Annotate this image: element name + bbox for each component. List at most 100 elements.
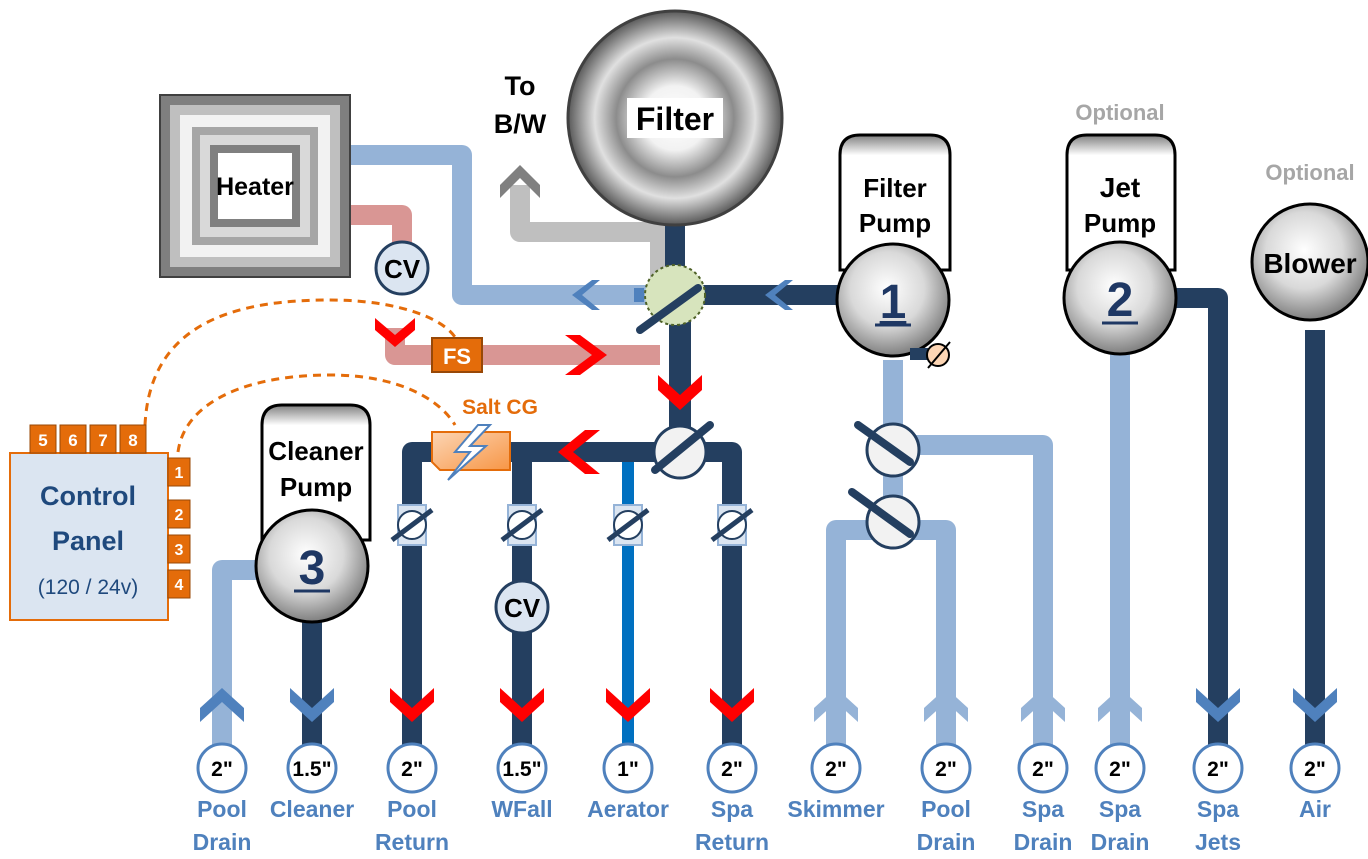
terminal-1: 1 xyxy=(167,457,191,487)
terminal-3: 3 xyxy=(167,534,191,564)
blower: Blower xyxy=(1250,202,1368,322)
heater: Heater xyxy=(159,94,351,278)
port-label-line1: Spa xyxy=(1197,796,1239,822)
flow-switch-label: FS xyxy=(443,344,471,369)
port-size: 2" xyxy=(401,758,423,781)
cleaner-suction-pipe xyxy=(212,560,270,760)
port: 2" Air xyxy=(1289,742,1341,822)
salt-chlorine-generator: Salt CG xyxy=(431,396,538,481)
jet-pump: Jet Pump 2 xyxy=(1062,133,1178,356)
terminal-label: 4 xyxy=(175,577,184,594)
port: 1" Aerator xyxy=(587,742,669,822)
cleaner-pump-number: 3 xyxy=(299,542,326,595)
port-label-line1: Aerator xyxy=(587,796,669,822)
control-panel-voltage: (120 / 24v) xyxy=(38,576,138,599)
port-label-line1: Skimmer xyxy=(787,796,884,822)
cleaner-pump-label-line1: Cleaner xyxy=(268,436,363,466)
pool-drain-suction-pipe xyxy=(893,520,956,760)
port-label-line1: Spa xyxy=(1022,796,1064,822)
to-bw-label-line1: To xyxy=(505,71,536,101)
port: 2" Skimmer xyxy=(787,742,885,822)
jet-pump-number: 2 xyxy=(1107,274,1134,327)
terminal-8: 8 xyxy=(119,424,147,454)
terminal-4: 4 xyxy=(167,569,191,599)
cleaner-pump-label-line2: Pump xyxy=(280,472,352,502)
port-label-line1: Air xyxy=(1299,796,1331,822)
arrow-up-skimmer xyxy=(814,688,858,722)
valve-pool-return xyxy=(390,504,434,546)
arrow-left-header xyxy=(558,430,600,474)
flow-arrows xyxy=(200,165,1337,722)
port-label-line1: Pool xyxy=(921,796,971,822)
arrow-left-filter-pump xyxy=(765,280,793,310)
arrow-up-backwash xyxy=(500,165,540,198)
port-size: 2" xyxy=(1304,758,1326,781)
filter-pump: Filter Pump 1 xyxy=(835,133,952,358)
port-label-line1: Pool xyxy=(387,796,437,822)
port-label-line2: Return xyxy=(695,829,769,855)
to-bw-label-line2: B/W xyxy=(494,109,547,139)
suction-valves[interactable] xyxy=(848,421,921,550)
arrow-down-air xyxy=(1293,688,1337,722)
port-label-line2: Return xyxy=(375,829,449,855)
suction-valve-upper xyxy=(854,421,921,478)
port-size: 1" xyxy=(617,758,639,781)
port: 1.5"Cleaner xyxy=(270,742,354,822)
arrow-up-pool-drain xyxy=(200,688,244,722)
valve-spa-return xyxy=(710,504,754,546)
filter-pump-label-line2: Pump xyxy=(859,208,931,238)
arrow-down-cv xyxy=(375,318,415,347)
port-label-line2: Jets xyxy=(1195,829,1241,855)
port-label-line2: Drain xyxy=(193,829,252,855)
port-size: 2" xyxy=(1207,758,1229,781)
filter-pump-label-line1: Filter xyxy=(863,173,927,203)
main-valve[interactable] xyxy=(634,264,706,334)
port-size: 2" xyxy=(825,758,847,781)
port-label-line1: Spa xyxy=(711,796,753,822)
valve-wfall xyxy=(500,504,544,546)
filter-label: Filter xyxy=(636,101,714,137)
cleaner-pump: Cleaner Pump 3 xyxy=(254,403,372,624)
jet-pump-label-line2: Pump xyxy=(1084,208,1156,238)
terminal-5: 5 xyxy=(29,424,57,454)
arrow-down-aerator xyxy=(606,688,650,722)
jet-pump-optional-label: Optional xyxy=(1075,100,1164,125)
arrow-down-spa-jets xyxy=(1196,688,1240,722)
arrow-up-spa-drain xyxy=(1021,688,1065,722)
port-size: 2" xyxy=(935,758,957,781)
pressure-gauge xyxy=(910,341,951,369)
terminal-label: 6 xyxy=(68,431,77,450)
terminal-label: 3 xyxy=(175,542,184,559)
port-size: 2" xyxy=(1032,758,1054,781)
arrow-left-heater-inlet xyxy=(572,280,600,310)
port-label-line1: Cleaner xyxy=(270,796,354,822)
blower-label: Blower xyxy=(1263,248,1356,279)
cv-wfall-label: CV xyxy=(504,593,541,623)
ball-valves[interactable] xyxy=(390,504,754,546)
jet-discharge-pipe xyxy=(1160,288,1228,760)
arrow-down-spa-return xyxy=(710,688,754,722)
port: 1.5"WFall xyxy=(491,742,553,822)
heater-inlet-pipe xyxy=(350,145,655,305)
check-valve-wfall: CV xyxy=(494,579,550,635)
header-valve[interactable] xyxy=(651,421,714,480)
spa-drain-suction-pipe xyxy=(893,435,1053,760)
check-valve-heater: CV xyxy=(374,240,430,296)
blower-optional-label: Optional xyxy=(1265,160,1354,185)
control-panel-line2: Panel xyxy=(52,526,124,556)
filter: Filter xyxy=(566,9,784,227)
cv-heater-label: CV xyxy=(384,254,421,284)
terminal-label: 7 xyxy=(98,431,107,450)
terminal-label: 8 xyxy=(128,431,137,450)
port-size: 2" xyxy=(1109,758,1131,781)
